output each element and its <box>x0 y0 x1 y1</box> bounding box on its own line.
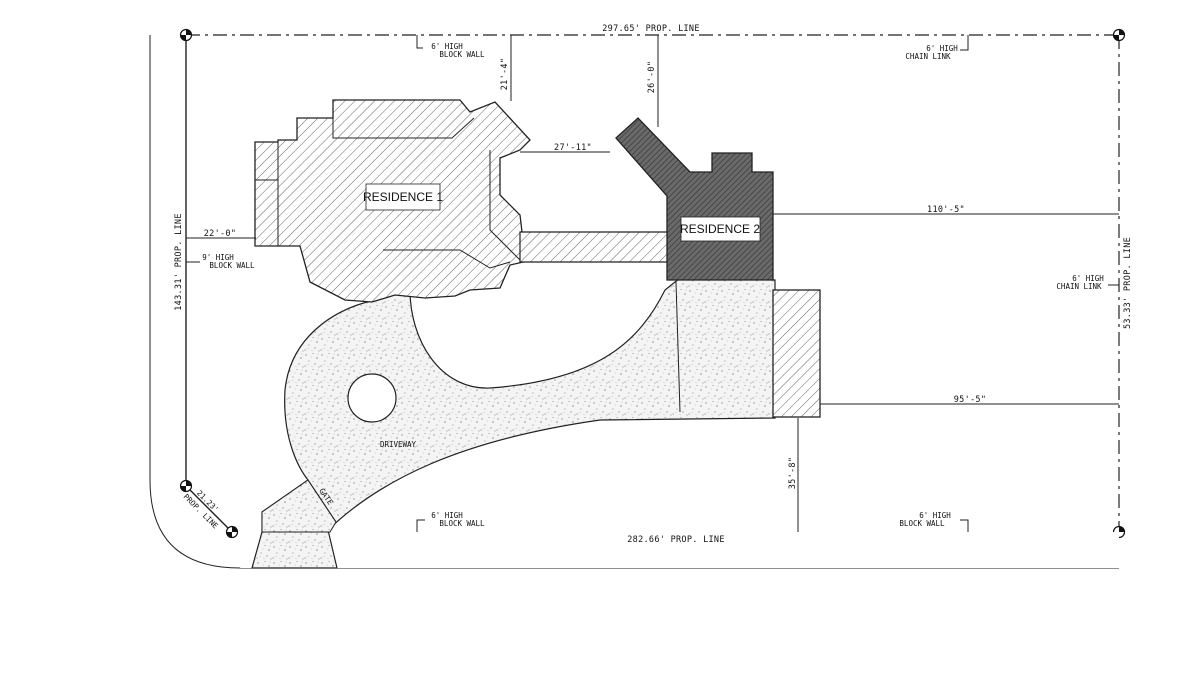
tree-icon <box>569 280 619 332</box>
bottom-right-block-wall-height: 6' HIGH <box>919 511 951 520</box>
driveway-slab <box>251 277 776 569</box>
driveway-island <box>347 373 397 423</box>
tree-icon <box>1054 70 1104 122</box>
top-chain-link-height: 6' HIGH <box>926 44 958 53</box>
right-chain-link-type: CHAIN LINK <box>1056 282 1102 291</box>
left-block-wall-height: 9' HIGH <box>202 253 234 262</box>
tree-icon <box>784 50 834 102</box>
bottom-prop-line-label: 282.66' PROP. LINE <box>627 535 725 545</box>
property-corner-markers <box>179 28 1126 539</box>
walkway <box>519 231 671 263</box>
residence-1-label: RESIDENCE 1 <box>363 190 443 204</box>
tree-icon <box>1042 215 1092 267</box>
garage-addition <box>772 289 821 418</box>
dimension-lines <box>186 35 1119 532</box>
top-chain-link-type: CHAIN LINK <box>905 52 951 61</box>
left-block-wall-type: BLOCK WALL <box>209 261 255 270</box>
driveway-label: DRIVEWAY <box>380 440 417 449</box>
driveway <box>240 277 1119 569</box>
tree-icon <box>1003 38 1053 90</box>
tree-icon <box>829 405 879 457</box>
dim-95-5: 95'-5" <box>954 395 987 405</box>
left-prop-line-label: 143.31' PROP. LINE <box>174 213 184 311</box>
dim-22-0: 22'-0" <box>204 229 237 239</box>
tree-icon <box>191 71 241 123</box>
top-block-wall-height: 6' HIGH <box>431 42 463 51</box>
dim-26-0: 26'-0" <box>647 61 657 94</box>
dim-21-4: 21'-4" <box>500 58 510 91</box>
tree-icon <box>374 48 424 100</box>
top-block-wall-type: BLOCK WALL <box>439 50 485 59</box>
tree-icon <box>188 117 238 169</box>
residence-labels: RESIDENCE 1 RESIDENCE 2 <box>363 183 761 242</box>
dim-35-8: 35'-8" <box>788 457 798 490</box>
tree-icon <box>1048 411 1098 463</box>
right-chain-link-height: 6' HIGH <box>1072 274 1104 283</box>
right-prop-line-label: 53.33' PROP. LINE <box>1123 237 1133 329</box>
property-lines <box>149 34 1120 569</box>
bottom-left-block-wall-type: BLOCK WALL <box>439 519 485 528</box>
residence-2-label: RESIDENCE 2 <box>680 222 760 236</box>
wall-callouts <box>186 35 1119 532</box>
top-prop-line-label: 297.65' PROP. LINE <box>602 24 700 34</box>
dim-110-5: 110'-5" <box>927 205 965 215</box>
tree-icon <box>1013 155 1063 207</box>
bottom-right-block-wall-type: BLOCK WALL <box>899 519 945 528</box>
tree-icon <box>189 164 239 216</box>
bottom-left-block-wall-height: 6' HIGH <box>431 511 463 520</box>
tree-icon <box>1044 345 1094 397</box>
dim-27-11: 27'-11" <box>554 143 592 153</box>
tree-icon <box>264 286 314 338</box>
